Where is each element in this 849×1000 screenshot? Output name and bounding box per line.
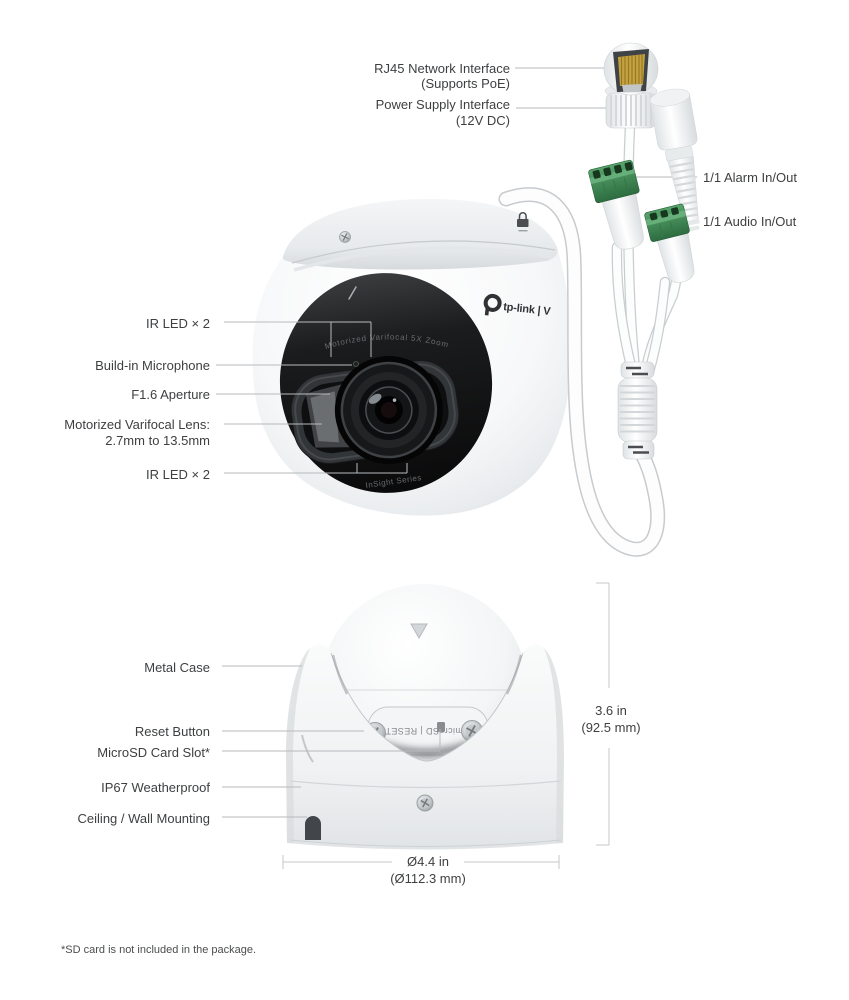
callout-rj45-line2: (Supports PoE) <box>421 76 510 91</box>
dimension-diameter-mm: (Ø112.3 mm) <box>390 871 466 886</box>
glass-reflection-bright <box>310 391 339 443</box>
callout-aperture-text: F1.6 Aperture <box>131 387 210 402</box>
height-dimension <box>596 582 610 846</box>
rj45-connector <box>603 42 659 129</box>
base-screw-icon <box>416 794 434 812</box>
lens-center-tint <box>380 402 397 419</box>
alarm-connector <box>588 159 644 250</box>
arm-gap-right <box>505 654 523 695</box>
lens-glint-dot <box>392 398 397 402</box>
callout-audio-text: 1/1 Audio In/Out <box>703 214 797 229</box>
arm-gap-left <box>331 654 349 695</box>
callout-mounting-text: Ceiling / Wall Mounting <box>77 811 210 826</box>
callout-aperture: F1.6 Aperture <box>131 387 210 402</box>
leader-microsd <box>222 729 441 752</box>
base-bottom-edge <box>289 839 562 847</box>
power-cap <box>649 88 690 107</box>
alarm-plug-body <box>601 191 644 250</box>
lens-assembly <box>290 356 460 465</box>
base-seam <box>289 780 562 789</box>
alignment-triangle-icon <box>410 623 428 640</box>
callout-power-line1: Power Supply Interface <box>375 97 510 112</box>
base-bowl <box>286 644 564 850</box>
callout-alarm: 1/1 Alarm In/Out <box>703 170 797 185</box>
base-left-shade <box>286 648 310 843</box>
callout-alarm-text: 1/1 Alarm In/Out <box>703 170 797 185</box>
audio-plug-body <box>656 230 695 283</box>
camera-mount-cap <box>282 198 558 270</box>
microsd-logo-mark <box>437 722 445 732</box>
tplink-logo-stem <box>484 307 490 316</box>
audio-connector <box>644 203 695 283</box>
callout-rj45: RJ45 Network Interface (Supports PoE) <box>374 61 510 91</box>
callout-weatherproof-text: IP67 Weatherproof <box>101 780 210 795</box>
dimension-height-mm: (92.5 mm) <box>581 720 641 735</box>
callout-power: Power Supply Interface (12V DC) <box>376 97 510 129</box>
callout-ir-led-bottom-text: IR LED × 2 <box>146 467 210 482</box>
brand-text: tp-link | V <box>503 301 552 318</box>
tplink-logo-mark <box>483 293 502 312</box>
cable-junction <box>617 361 658 460</box>
dimension-diameter-in: Ø4.4 in <box>407 854 449 869</box>
dimension-height-in: 3.6 in <box>595 703 627 718</box>
callout-varifocal-line2: 2.7mm to 13.5mm <box>105 433 210 448</box>
callout-varifocal-line1: Motorized Varifocal Lens: <box>64 417 210 432</box>
width-dimension <box>282 855 560 869</box>
power-connector <box>649 88 705 232</box>
lens-glint <box>368 393 382 404</box>
microphone-hole <box>353 361 359 367</box>
callout-metal-case: Metal Case <box>144 660 210 675</box>
callout-microsd-slot: MicroSD Card Slot* <box>97 745 210 760</box>
lock-icon <box>517 212 529 232</box>
side-camera-illustration: microSD | RESET <box>286 584 564 850</box>
cable-notch <box>305 816 321 840</box>
main-cable <box>500 188 664 556</box>
dimension-height-label: 3.6 in (92.5 mm) <box>551 702 671 736</box>
callout-microsd-slot-text: MicroSD Card Slot* <box>97 745 210 760</box>
callout-ir-led-top: IR LED × 2 <box>146 316 210 331</box>
bowl-rim <box>330 652 524 762</box>
callout-metal-case-text: Metal Case <box>144 660 210 675</box>
callout-power-line2: (12V DC) <box>455 113 510 128</box>
screw-icon <box>339 231 351 243</box>
callout-ir-led-bottom: IR LED × 2 <box>146 467 210 482</box>
callout-rj45-line1: RJ45 Network Interface <box>374 61 510 76</box>
callout-weatherproof: IP67 Weatherproof <box>101 780 210 795</box>
base-right-shade <box>544 648 564 843</box>
gap-lower-left <box>301 734 314 763</box>
cap-seam-soft <box>293 246 554 272</box>
callout-mounting: Ceiling / Wall Mounting <box>78 811 210 826</box>
branch-cables <box>611 120 684 378</box>
body-slash-mark <box>348 286 357 300</box>
dimension-diameter-label: Ø4.4 in (Ø112.3 mm) <box>358 853 498 887</box>
leader-ir-bottom <box>224 463 408 474</box>
callout-audio: 1/1 Audio In/Out <box>703 214 796 229</box>
callout-microphone-text: Build-in Microphone <box>95 358 210 373</box>
front-camera-illustration: Motorized Varifocal 5X Zoom InSight Seri… <box>252 198 572 516</box>
callout-microphone: Build-in Microphone <box>95 358 210 373</box>
callout-reset-button-text: Reset Button <box>134 724 210 739</box>
cap-seam <box>291 240 556 264</box>
footnote: *SD card is not included in the package. <box>61 944 257 956</box>
rj45-clip-tab <box>622 84 642 93</box>
callout-reset-button: Reset Button <box>135 724 210 739</box>
callout-varifocal: Motorized Varifocal Lens: 2.7mm to 13.5m… <box>64 417 210 449</box>
leader-ir-top <box>224 321 372 357</box>
cable-whip <box>498 42 705 557</box>
brand-logo: tp-link | V <box>483 293 552 318</box>
panel-text: microSD | RESET <box>385 726 463 736</box>
callout-ir-led-top-text: IR LED × 2 <box>146 316 210 331</box>
